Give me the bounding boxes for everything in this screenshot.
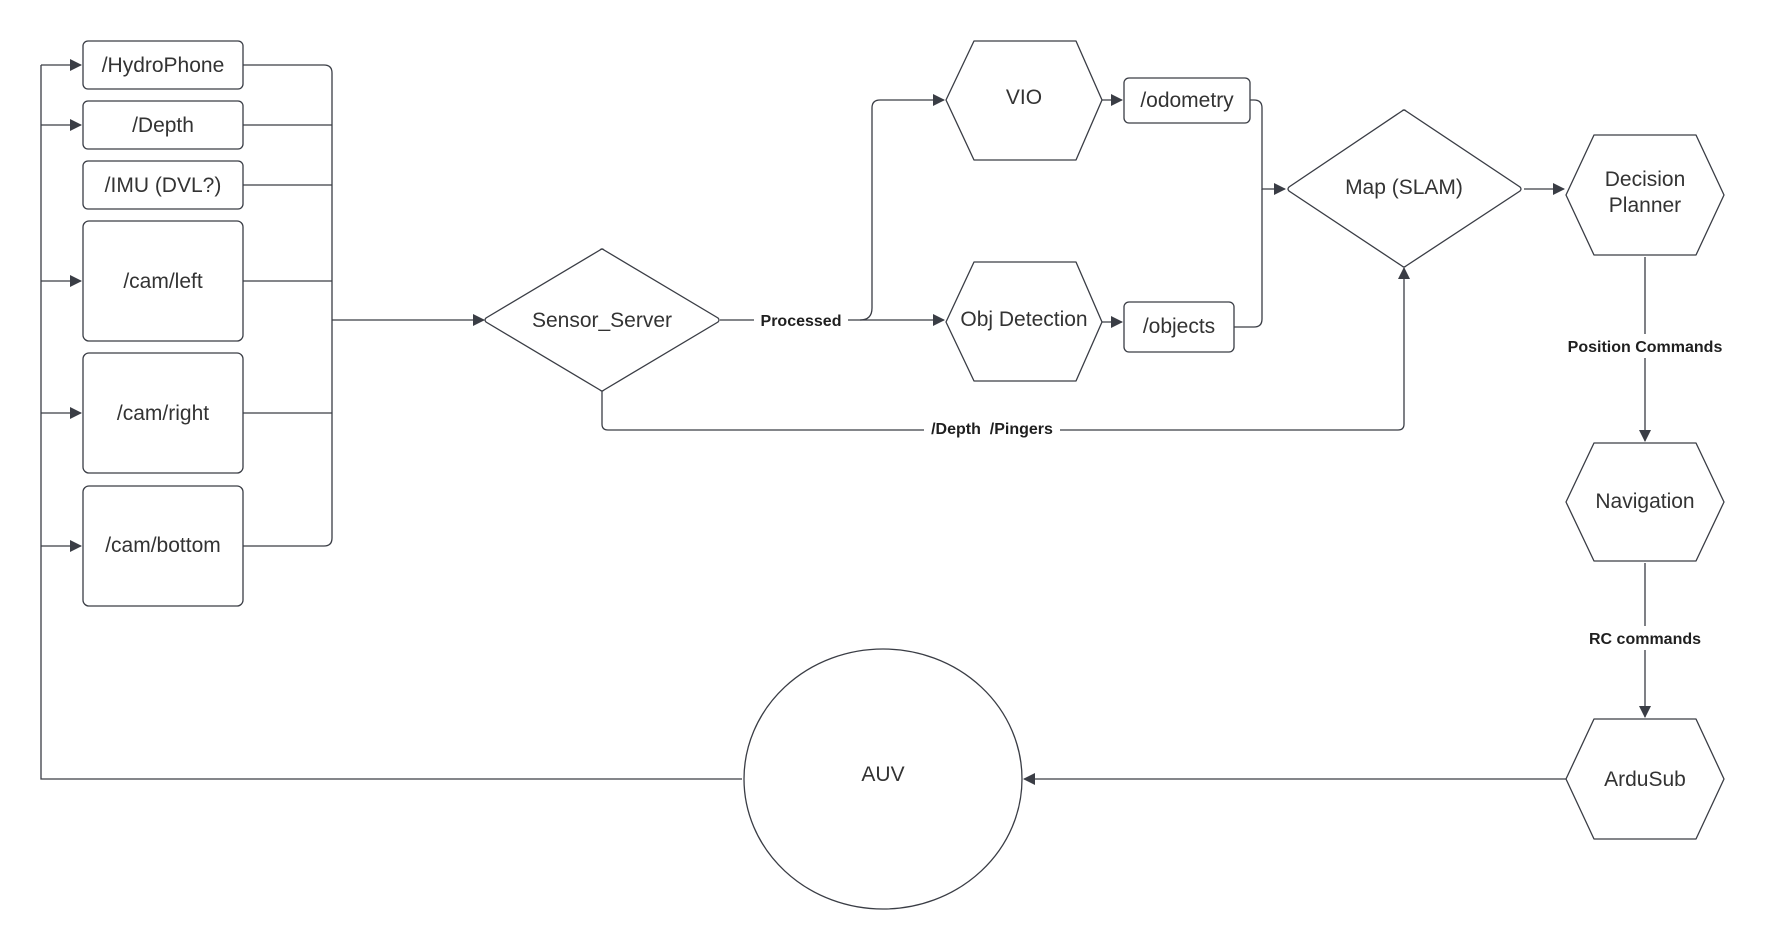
node-odometry-label: /odometry: [1140, 89, 1234, 112]
node-decision-planner-label-line2: Planner: [1609, 194, 1681, 217]
node-sensor-server[interactable]: Sensor_Server: [484, 248, 720, 392]
node-depth-label: /Depth: [132, 114, 194, 137]
node-map-slam-label: Map (SLAM): [1345, 176, 1463, 199]
node-sensor-server-label: Sensor_Server: [532, 309, 672, 332]
node-decision-planner-label-line1: Decision: [1605, 168, 1686, 191]
node-obj-detection[interactable]: Obj Detection: [945, 261, 1103, 382]
label-depth-pingers: /Depth /Pingers: [931, 421, 1053, 438]
edge-objects-to-map: [1234, 189, 1263, 328]
node-objects[interactable]: /objects: [1123, 301, 1235, 353]
node-depth[interactable]: /Depth: [82, 100, 244, 150]
node-ardusub[interactable]: ArduSub: [1565, 718, 1725, 840]
node-ardusub-label: ArduSub: [1604, 768, 1686, 791]
node-navigation[interactable]: Navigation: [1565, 442, 1725, 562]
node-cam-right-label: /cam/right: [117, 402, 209, 425]
node-cam-left-label: /cam/left: [123, 270, 203, 293]
node-odometry[interactable]: /odometry: [1123, 77, 1251, 124]
label-position-commands: Position Commands: [1568, 339, 1723, 356]
node-navigation-label: Navigation: [1595, 490, 1694, 513]
edge-auv-feedback: [40, 65, 742, 780]
node-auv[interactable]: AUV: [743, 648, 1023, 910]
node-vio[interactable]: VIO: [945, 40, 1103, 161]
node-hydrophone[interactable]: /HydroPhone: [82, 40, 244, 90]
node-cam-bottom[interactable]: /cam/bottom: [82, 485, 244, 607]
edge-odometry-to-map: [1250, 99, 1286, 195]
node-map-slam[interactable]: Map (SLAM): [1287, 109, 1522, 268]
node-cam-bottom-label: /cam/bottom: [105, 534, 221, 557]
edge-hydrophone-to-bus: [243, 64, 333, 322]
label-rc-commands: RC commands: [1589, 631, 1701, 648]
node-hydrophone-label: /HydroPhone: [102, 54, 225, 77]
edge-cam-bottom-to-bus: [243, 322, 333, 547]
label-processed: Processed: [761, 313, 842, 330]
node-objects-label: /objects: [1143, 315, 1215, 338]
node-decision-planner[interactable]: Decision Planner: [1565, 134, 1725, 256]
node-imu-label: /IMU (DVL?): [105, 174, 222, 197]
node-imu[interactable]: /IMU (DVL?): [82, 160, 244, 210]
edge-labels: Processed /Depth /Pingers Position Comma…: [754, 308, 1737, 650]
node-auv-label: AUV: [861, 763, 904, 786]
node-cam-right[interactable]: /cam/right: [82, 352, 244, 474]
node-obj-detection-label: Obj Detection: [960, 308, 1087, 331]
node-vio-label: VIO: [1006, 86, 1042, 109]
node-cam-left[interactable]: /cam/left: [82, 220, 244, 342]
edge-sensor-server-to-vio: [859, 94, 945, 321]
